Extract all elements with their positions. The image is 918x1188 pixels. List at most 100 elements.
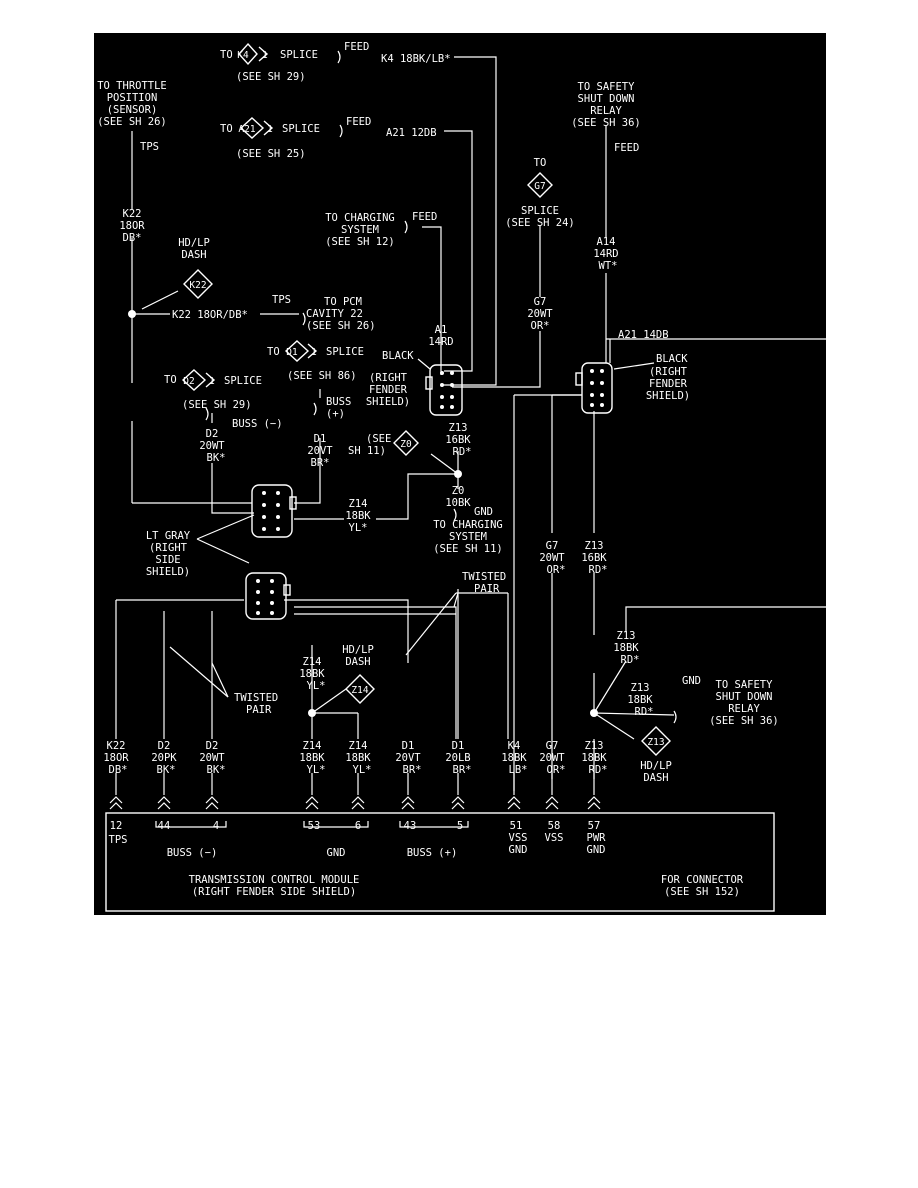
- svg-text:Z13: Z13: [585, 740, 604, 752]
- connector-lt-gray: [245, 572, 291, 620]
- svg-text:DB*: DB*: [109, 764, 128, 776]
- terminal-arrows: [109, 796, 601, 810]
- svg-text:44: 44: [158, 820, 171, 832]
- svg-text:TPS: TPS: [109, 834, 128, 846]
- to-charging-lower: TO CHARGING SYSTEM (SEE SH 11): [433, 519, 503, 555]
- svg-text:1: 1: [267, 124, 273, 135]
- svg-text:PAIR: PAIR: [246, 704, 272, 716]
- svg-text:K22: K22: [189, 280, 206, 291]
- splice-dot-z14: [308, 709, 316, 717]
- svg-text:BUSS: BUSS: [326, 396, 351, 408]
- svg-text:(RIGHT: (RIGHT: [649, 366, 688, 378]
- svg-text:RD*: RD*: [453, 446, 472, 458]
- svg-text:TO: TO: [220, 49, 233, 61]
- svg-text:G7: G7: [534, 296, 547, 308]
- k22-hdlp-dash: HD/LP DASH K22: [178, 237, 213, 299]
- module-pin-labels: 12 TPS 44 4 53 6 43 5 51 VSS GND 58 VSS …: [109, 820, 607, 856]
- svg-text:(SEE: (SEE: [366, 433, 391, 445]
- svg-text:20WT: 20WT: [199, 440, 225, 452]
- safety-shutdown-lower: GND TO SAFETY SHUT DOWN RELAY (SEE SH 36…: [673, 675, 779, 727]
- svg-text:14RD: 14RD: [593, 248, 618, 260]
- svg-text:SHIELD): SHIELD): [646, 390, 690, 402]
- svg-text:YL*: YL*: [353, 764, 372, 776]
- svg-text:Z0: Z0: [400, 439, 412, 450]
- module-title: TRANSMISSION CONTROL MODULE: [189, 874, 360, 886]
- right-fender-left-label: (RIGHT FENDER SHIELD): [366, 372, 410, 408]
- svg-text:(SEE SH 26): (SEE SH 26): [306, 320, 376, 332]
- svg-text:GND: GND: [587, 844, 606, 856]
- svg-text:20WT: 20WT: [539, 552, 565, 564]
- svg-text:(SEE SH 86): (SEE SH 86): [287, 370, 357, 382]
- wire-lines: [115, 56, 826, 795]
- svg-text:YL*: YL*: [307, 764, 326, 776]
- svg-text:Z13: Z13: [585, 540, 604, 552]
- module-buss-minus: BUSS (−): [167, 847, 218, 859]
- connector-right-fender-right: [575, 362, 613, 414]
- black-label-left: BLACK: [382, 350, 414, 362]
- g7-upper-label: G7 20WT OR*: [527, 296, 553, 332]
- splice-a21: TO A21 1 SPLICE (SEE SH 25) FEED A21 12D…: [220, 116, 437, 160]
- svg-text:BR*: BR*: [311, 457, 330, 469]
- svg-text:6: 6: [355, 820, 361, 832]
- svg-text:(SEE SH 36): (SEE SH 36): [571, 117, 641, 129]
- svg-text:12: 12: [110, 820, 123, 832]
- svg-text:POSITION: POSITION: [107, 92, 158, 104]
- svg-text:DB*: DB*: [123, 232, 142, 244]
- svg-text:SHIELD): SHIELD): [146, 566, 190, 578]
- svg-text:Z13: Z13: [617, 630, 636, 642]
- svg-text:43: 43: [404, 820, 417, 832]
- svg-text:D2: D2: [158, 740, 171, 752]
- svg-text:BR*: BR*: [453, 764, 472, 776]
- svg-text:TO THROTTLE: TO THROTTLE: [97, 80, 167, 92]
- z0-callout: (SEE SH 11) Z0: [348, 430, 419, 457]
- svg-text:Z14: Z14: [349, 498, 368, 510]
- svg-text:18BK: 18BK: [613, 642, 639, 654]
- svg-text:DASH: DASH: [345, 656, 370, 668]
- svg-text:D1: D1: [402, 740, 415, 752]
- svg-text:(+): (+): [326, 408, 345, 420]
- svg-text:SH 11): SH 11): [348, 445, 386, 457]
- svg-text:K22 18OR/DB*: K22 18OR/DB*: [172, 309, 248, 321]
- svg-text:(RIGHT: (RIGHT: [369, 372, 408, 384]
- svg-text:HD/LP: HD/LP: [640, 760, 672, 772]
- svg-text:SPLICE: SPLICE: [326, 346, 364, 358]
- module-buss-plus: BUSS (+): [407, 847, 458, 859]
- svg-text:TO: TO: [220, 123, 233, 135]
- svg-text:TO PCM: TO PCM: [324, 296, 362, 308]
- svg-text:D1: D1: [286, 347, 298, 358]
- twisted-pair-top-label: TWISTED PAIR: [462, 571, 506, 595]
- svg-text:D2: D2: [206, 740, 219, 752]
- svg-text:TO: TO: [534, 157, 547, 169]
- throttle-position-callout: TO THROTTLE POSITION (SENSOR) (SEE SH 26…: [97, 80, 167, 153]
- svg-text:FEED: FEED: [346, 116, 371, 128]
- splice-d1: TO D1 1 SPLICE (SEE SH 86) BUSS (+): [267, 340, 364, 420]
- svg-text:FEED: FEED: [412, 211, 437, 223]
- splice-g7: TO G7 SPLICE (SEE SH 24): [505, 157, 575, 229]
- d2-upper-label: D2 20WT BK*: [199, 428, 225, 464]
- svg-text:TO SAFETY: TO SAFETY: [716, 679, 774, 691]
- lt-gray-label: LT GRAY (RIGHT SIDE SHIELD): [146, 530, 191, 578]
- svg-text:18BK: 18BK: [627, 694, 653, 706]
- svg-text:18BK: 18BK: [345, 752, 371, 764]
- transmission-control-module: 12 TPS 44 4 53 6 43 5 51 VSS GND 58 VSS …: [105, 812, 775, 912]
- svg-text:SPLICE: SPLICE: [224, 375, 262, 387]
- g7-mid-label: G7 20WT OR*: [539, 540, 565, 576]
- z13-hdlp-dash: Z13 HD/LP DASH: [640, 726, 672, 784]
- svg-text:53: 53: [308, 820, 321, 832]
- svg-text:VSS: VSS: [509, 832, 528, 844]
- svg-text:(SEE SH 26): (SEE SH 26): [97, 116, 167, 128]
- charging-system-top: FEED TO CHARGING SYSTEM (SEE SH 12): [325, 211, 437, 248]
- svg-text:Z14: Z14: [349, 740, 368, 752]
- svg-text:57: 57: [588, 820, 601, 832]
- svg-text:D2: D2: [206, 428, 219, 440]
- svg-text:FEED: FEED: [614, 142, 639, 154]
- svg-text:K4: K4: [508, 740, 521, 752]
- svg-text:TWISTED: TWISTED: [234, 692, 278, 704]
- svg-text:20LB: 20LB: [445, 752, 470, 764]
